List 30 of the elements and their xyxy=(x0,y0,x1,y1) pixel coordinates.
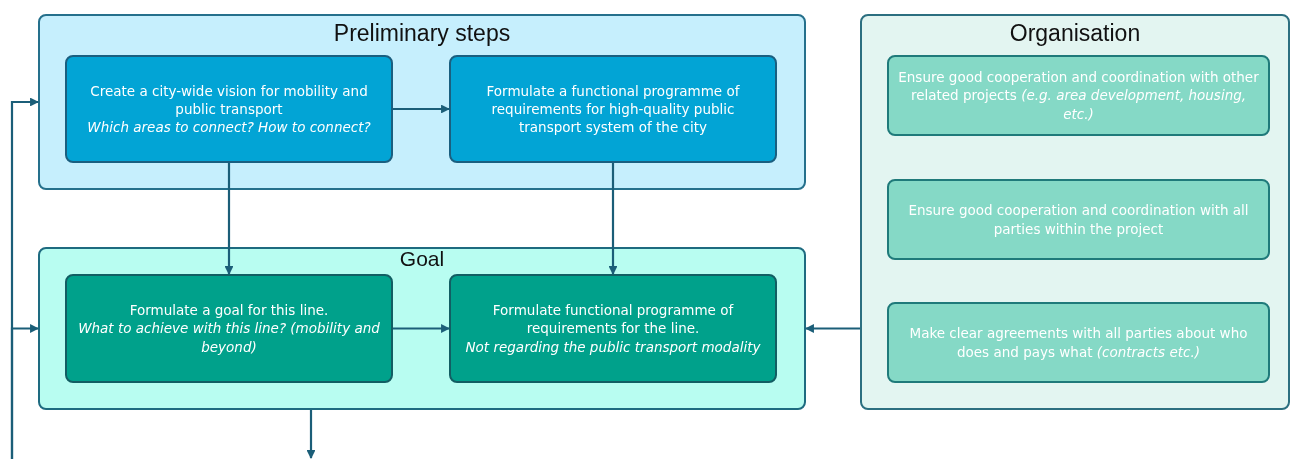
process-box xyxy=(449,274,777,383)
process-box xyxy=(449,55,777,163)
group-title: Goal xyxy=(398,247,446,271)
process-box xyxy=(887,55,1270,136)
box-text: Ensure good cooperation and coordination with all parties within the project xyxy=(907,201,1250,238)
group-panel xyxy=(860,14,1290,410)
box-text: Formulate a functional programme of requirements for high-quality public transport system of the city xyxy=(485,81,741,137)
arrow xyxy=(608,163,618,275)
arrow xyxy=(805,324,860,333)
box-question: What to achieve with this line? (mobility and beyond) xyxy=(77,319,381,356)
arrow xyxy=(10,324,39,459)
box-text: Formulate a goal for this line. xyxy=(129,301,329,320)
box-question: Not regarding the public transport modality xyxy=(465,337,761,356)
box-text: Formulate functional programme of requirements for the line. xyxy=(491,301,735,338)
arrow xyxy=(393,324,450,333)
process-box xyxy=(887,302,1270,383)
arrow xyxy=(224,163,234,275)
group-panel xyxy=(38,14,806,190)
box-text: Ensure good cooperation and coordination with other related projects (e.g. area development, housing, etc.) xyxy=(897,68,1260,123)
box-text: Make clear agreements with all parties about who does and pays what (contracts etc.) xyxy=(908,324,1249,361)
arrow xyxy=(393,104,450,114)
group-title: Preliminary steps xyxy=(332,20,512,47)
group-title: Organisation xyxy=(1008,20,1142,47)
process-box xyxy=(887,179,1270,260)
arrow xyxy=(306,410,316,459)
group-panel xyxy=(38,247,806,410)
process-box xyxy=(65,55,393,163)
box-text: Create a city-wide vision for mobility and public transport xyxy=(89,81,369,119)
box-question: Which areas to connect? How to connect? xyxy=(87,118,371,137)
process-box xyxy=(65,274,393,383)
